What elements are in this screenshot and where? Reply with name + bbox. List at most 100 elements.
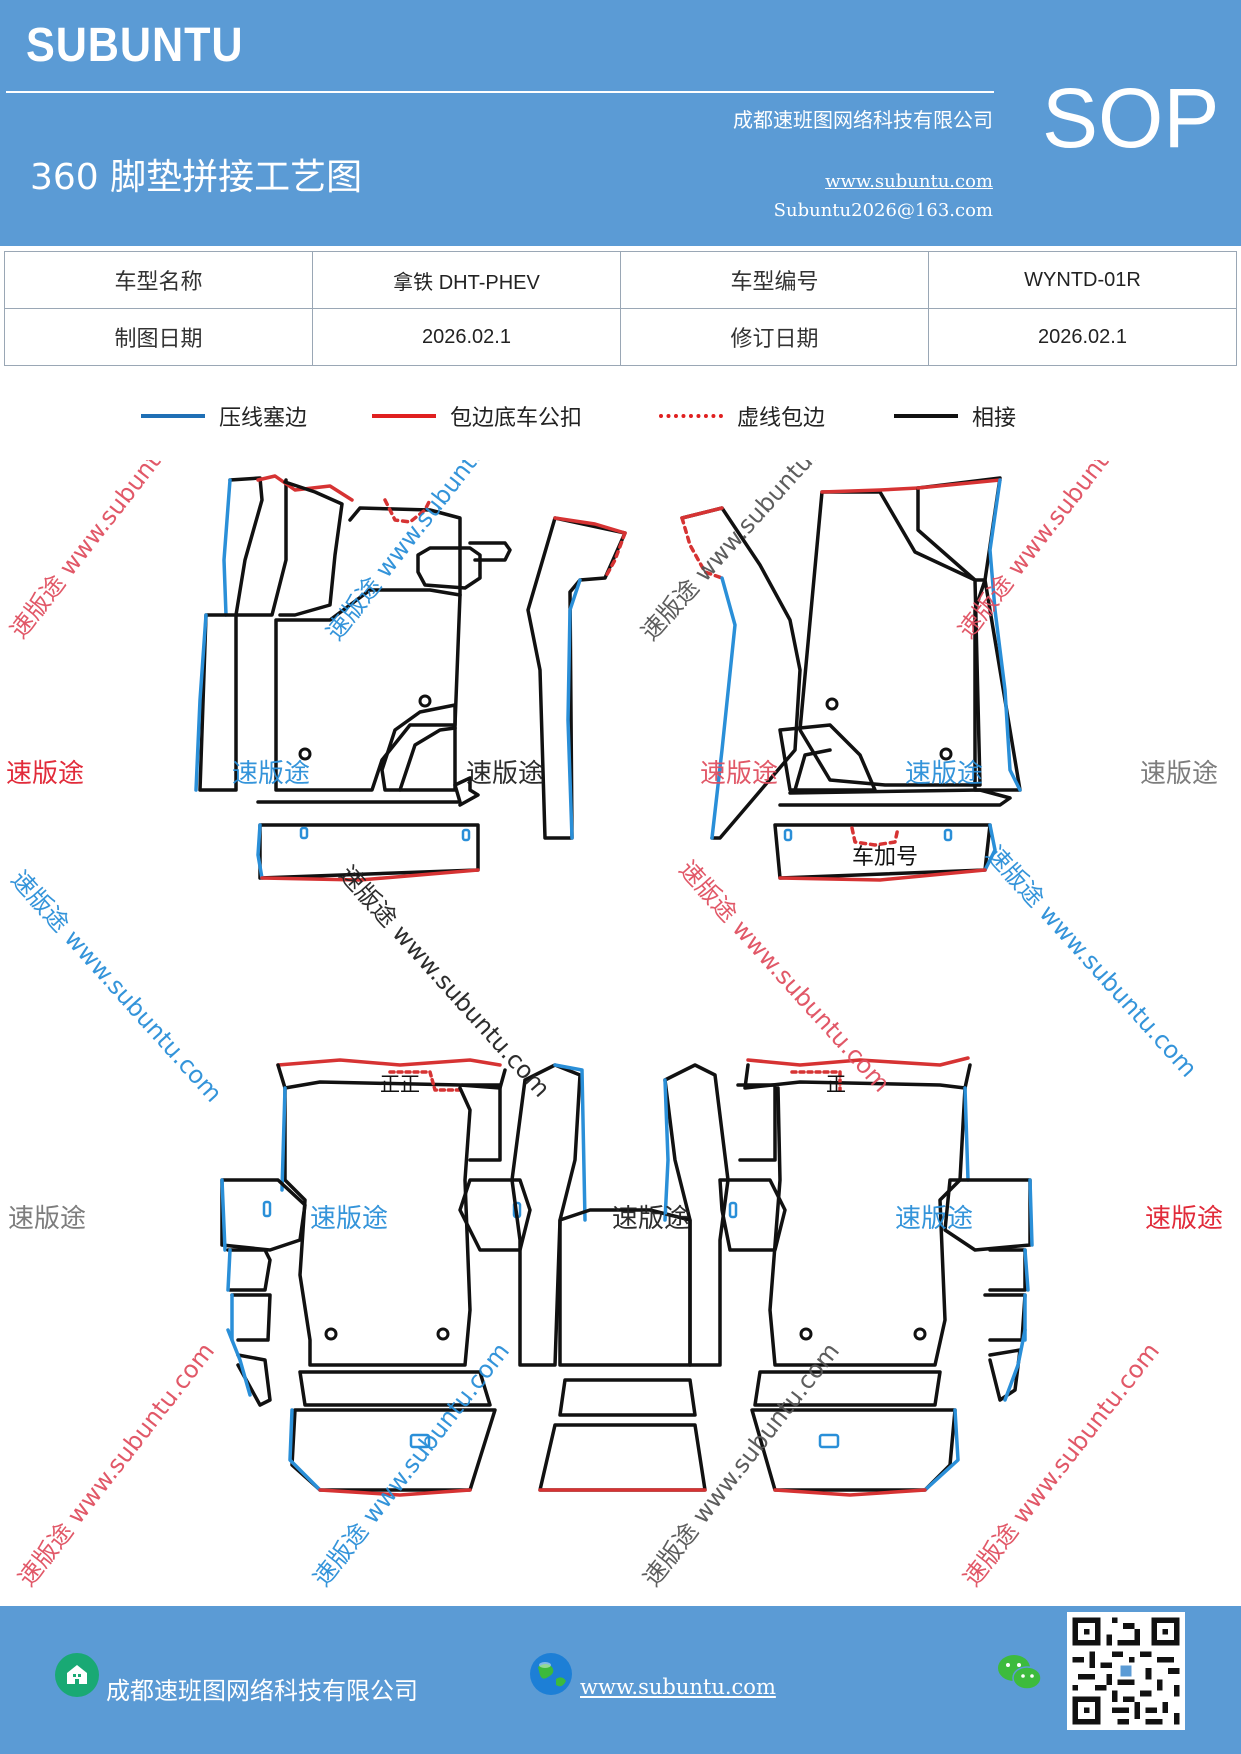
mat-edge-red-dotted <box>790 1070 842 1092</box>
mat-edge-red <box>260 868 480 882</box>
mat-edge-red-dotted <box>680 516 724 580</box>
watermark-brand: 速版途 <box>1140 759 1218 789</box>
mat-edge-blue <box>226 1328 252 1397</box>
header-banner <box>0 0 1241 246</box>
legend-label: 相接 <box>972 406 1017 431</box>
mat-piece <box>798 490 982 787</box>
mat-edge-red-dotted <box>850 826 900 847</box>
watermark-brand: 速版途 <box>8 1204 86 1234</box>
model-code-value: WYNTD-01R <box>928 251 1237 309</box>
anchor-hole <box>324 1327 338 1341</box>
mat-piece <box>983 1293 1027 1342</box>
orientation-mark: 正正 <box>380 1072 420 1096</box>
legend-swatch-black <box>894 414 958 418</box>
mat-piece <box>753 1370 942 1407</box>
wechat-icon[interactable] <box>996 1652 1044 1694</box>
mat-piece <box>736 1083 777 1162</box>
watermark-brand: 速版途 <box>895 1204 973 1234</box>
watermark-brand: 速版途 <box>1145 1204 1223 1234</box>
header-divider <box>6 91 994 93</box>
mat-piece <box>988 1248 1027 1292</box>
watermark-url: 速版途 www.subuntu.com <box>953 460 1160 644</box>
mat-edge-red <box>916 478 1002 490</box>
mat-piece <box>398 726 457 792</box>
clip-slot <box>262 1200 272 1218</box>
clip-slot <box>461 828 471 842</box>
mat-edge-blue <box>663 1078 670 1222</box>
mat-piece <box>198 613 238 792</box>
mat-edge-blue <box>226 1248 232 1292</box>
clip-slot <box>728 1201 738 1219</box>
front-right-mat-group <box>680 476 1022 882</box>
legend-swatch-red <box>372 414 436 418</box>
mat-edge-red <box>256 474 354 502</box>
mat-piece <box>663 1063 730 1367</box>
watermark-url: 速版途 www.subuntu.com <box>636 460 858 646</box>
clip-slot <box>299 826 309 840</box>
legend-swatch-red-dotted <box>659 414 723 418</box>
mat-edge-blue <box>710 576 737 840</box>
anchor-hole <box>825 697 839 711</box>
mat-piece <box>416 546 482 590</box>
footer-company-name: 成都速班图网络科技有限公司 <box>106 1677 418 1705</box>
mat-edge-blue <box>222 478 232 617</box>
mat-piece <box>468 541 512 562</box>
header-website-link[interactable]: www.subuntu.com <box>825 171 993 192</box>
mat-edge-red <box>276 1058 502 1067</box>
watermark-url: 速版途 www.subuntu.com <box>6 865 228 1107</box>
watermark-brand: 速版途 <box>232 759 310 789</box>
anchor-hole <box>939 747 953 761</box>
watermark-brand: 速版途 <box>466 759 544 789</box>
mat-piece <box>380 703 457 792</box>
watermark-url: 速版途 www.subuntu.com <box>308 1337 515 1590</box>
mat-piece <box>460 1083 502 1162</box>
footer-website-link[interactable]: www.subuntu.com <box>580 1675 776 1699</box>
watermark-brand: 速版途 <box>905 759 983 789</box>
watermark-url: 速版途 www.subuntu.com <box>958 1337 1165 1590</box>
mat-edge-blue <box>1028 1178 1034 1247</box>
company-building-icon <box>55 1653 99 1697</box>
mat-piece <box>348 506 462 597</box>
mat-piece <box>258 823 480 880</box>
mat-edge-red <box>820 486 920 494</box>
legend-item-dotted-edge: 虚线包边 <box>659 400 825 432</box>
clip-slot <box>818 1433 840 1449</box>
header-email[interactable]: Subuntu2026@163.com <box>773 200 993 221</box>
mat-piece <box>298 1370 492 1407</box>
mat-piece <box>290 1408 497 1492</box>
mat-edge-blue <box>988 478 1022 792</box>
mat-piece <box>220 1178 307 1252</box>
mat-piece <box>768 1086 967 1367</box>
legend-swatch-blue <box>141 414 205 418</box>
legend-item-press-line: 压线塞边 <box>141 400 307 432</box>
brand-logo-text: SUBUNTU <box>26 19 244 72</box>
mat-edge-red-dotted <box>603 531 627 580</box>
mat-edge-red <box>553 516 627 535</box>
mat-piece <box>680 506 802 840</box>
mat-piece <box>558 1378 697 1417</box>
front-left-mat-group <box>194 474 627 882</box>
mat-edge-blue <box>983 823 997 872</box>
legend-item-joint: 相接 <box>894 400 1016 432</box>
watermark-brand: 速版途 <box>6 759 84 789</box>
legend-label: 压线塞边 <box>219 406 308 431</box>
rear-center-mat-group <box>538 1208 707 1492</box>
car-number-label: 车加号 <box>852 845 918 870</box>
clip-slot <box>409 1433 431 1449</box>
anchor-hole <box>418 694 432 708</box>
anchor-hole <box>799 1327 813 1341</box>
mat-edge-blue <box>1023 1248 1030 1292</box>
mat-piece <box>283 1086 472 1367</box>
mat-edge-red <box>778 868 987 882</box>
orientation-mark: 正 <box>826 1072 846 1096</box>
mat-edge-red <box>746 1056 970 1067</box>
mat-edge-blue <box>1003 1328 1027 1402</box>
watermark-url: 速版途 www.subuntu.com <box>638 1337 845 1590</box>
mat-edge-blue <box>963 1086 970 1182</box>
watermark-brand: 速版途 <box>700 759 778 789</box>
mat-edge-blue <box>220 1178 227 1252</box>
mat-edge-blue <box>553 1063 587 1222</box>
revision-date-label: 修订日期 <box>620 308 929 366</box>
mat-piece <box>228 476 288 617</box>
mat-edge-blue <box>566 578 582 840</box>
